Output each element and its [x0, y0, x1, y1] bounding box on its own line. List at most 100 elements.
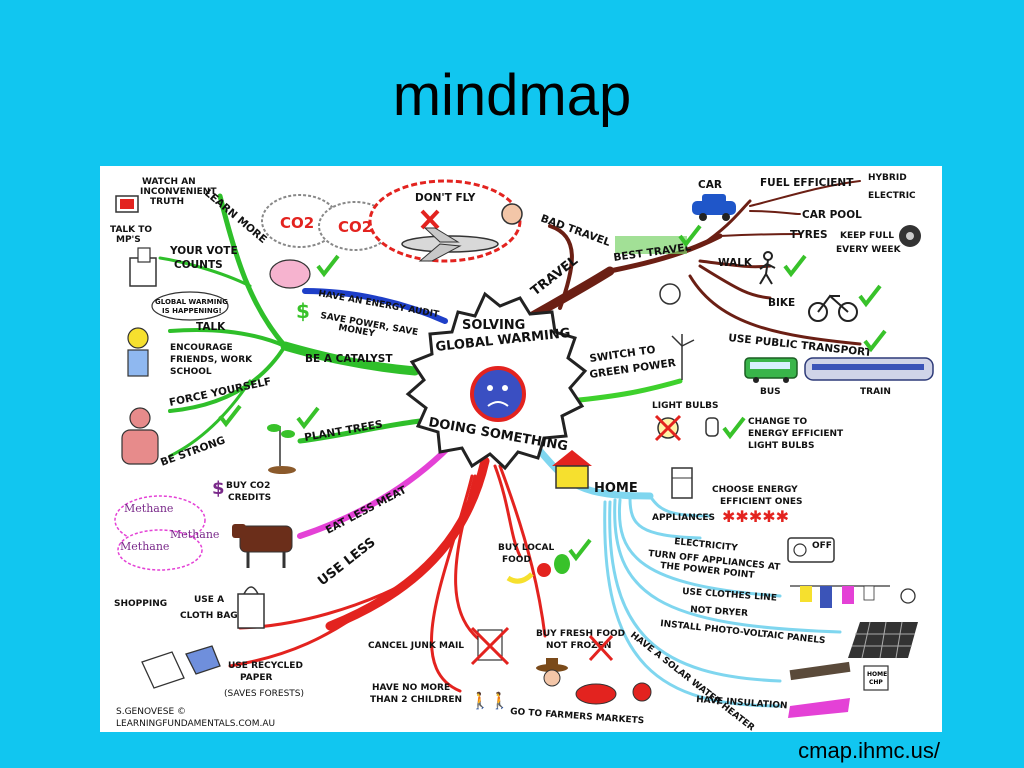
dont-fly-label: DON'T FLY: [415, 192, 476, 204]
children-icon: 🚶🚶: [470, 691, 510, 710]
check-icon: [863, 329, 887, 353]
power-socket-icon: [787, 537, 835, 563]
bus-label: BUS: [760, 387, 781, 397]
car-icon: [692, 194, 736, 221]
branch-local-food: [493, 464, 522, 558]
branch-fresh: [498, 464, 547, 638]
methane-cloud-2: [117, 529, 203, 571]
talking-person-icon: [127, 327, 149, 377]
branch-green-power: [567, 378, 683, 404]
sad-face-icon: [501, 203, 523, 225]
tomatoes-icon: [575, 682, 652, 705]
branch-vote: [158, 256, 252, 288]
check-icon: [316, 254, 340, 278]
branch-junk: [454, 474, 502, 653]
walk-label: WALK: [718, 257, 753, 269]
house-icon: [552, 450, 592, 489]
source-credit: cmap.ihmc.us/: [798, 738, 940, 763]
fuel-efficient-label: FUEL EFFICIENT: [760, 177, 854, 189]
efficient-ones-label: EFFICIENT ONES: [720, 497, 803, 507]
farmer-icon: [536, 658, 568, 687]
dont-fly-cross: [420, 209, 440, 230]
solar-water-heater-label: HAVE A SOLAR WATER HEATER: [628, 630, 756, 732]
bicycle-icon: [808, 294, 858, 322]
tv-icon: [115, 195, 139, 213]
methane-label-3: Methane: [120, 540, 169, 553]
paper-stack-icon: [141, 645, 221, 689]
appliances-label: APPLIANCES: [652, 513, 715, 523]
car-pool-label: CAR POOL: [802, 209, 862, 221]
learn-more-label: LEARN MORE: [202, 187, 269, 246]
branch-tyres: [719, 233, 801, 237]
branch-appliances: [648, 494, 712, 518]
branch-catalyst: [280, 341, 420, 376]
light-bulb-icon: [654, 414, 719, 442]
speech-bubble-icon: [151, 291, 229, 321]
school-label: SCHOOL: [170, 367, 212, 377]
food-label: FOOD: [502, 555, 531, 565]
co2-label-1: CO2: [280, 214, 314, 232]
buy-co2-label: BUY CO2: [226, 481, 270, 491]
global-warming-bubble-2: IS HAPPENING!: [162, 307, 222, 315]
use-a-label: USE A: [194, 595, 224, 605]
talk-label: TALK: [196, 321, 226, 333]
branch-paper: [228, 604, 372, 668]
counts-label: COUNTS: [174, 259, 223, 271]
change-to-label: CHANGE TO: [748, 417, 807, 427]
best-travel-highlight: [615, 236, 687, 254]
home-chp-line1: HOME: [867, 671, 887, 678]
branch-fuel: [749, 180, 861, 207]
watch-label-3: TRUTH: [150, 197, 184, 207]
light-bulbs-2-label: LIGHT BULBS: [748, 441, 815, 451]
branch-audit: [302, 288, 448, 324]
slide-title: mindmap: [392, 63, 632, 128]
eat-less-meat-label: EAT LESS MEAT: [324, 484, 409, 537]
ballot-box-icon: [129, 247, 157, 287]
walker-icon: [759, 251, 776, 285]
every-week-label: EVERY WEEK: [836, 245, 902, 255]
fridge-icon: [671, 467, 693, 499]
branch-clothes: [617, 498, 782, 598]
tyres-label: TYRES: [790, 229, 828, 241]
branch-meat: [297, 443, 453, 539]
buy-fresh-label: BUY FRESH FOOD: [536, 629, 625, 639]
hybrid-label: HYBRID: [868, 173, 907, 183]
branch-electricity: [628, 496, 702, 540]
check-icon: [722, 416, 746, 440]
branch-bike: [698, 264, 772, 300]
mindmap-diagram: SOLVING GLOBAL WARMING DOING SOMETHING C…: [110, 173, 934, 732]
frozen-crossed-icon: [588, 634, 614, 662]
center-line1: SOLVING: [462, 318, 525, 333]
train-label: TRAIN: [860, 387, 891, 397]
site-credit: LEARNINGFUNDAMENTALS.COM.AU: [116, 719, 275, 729]
shopping-bag-icon: [237, 586, 265, 629]
talk-to-label: TALK TO: [110, 225, 152, 235]
cloth-bag-label: CLOTH BAG: [180, 611, 238, 621]
smiley-icon: [659, 283, 681, 305]
not-dryer-label: NOT DRYER: [690, 605, 749, 619]
mps-label: MP'S: [116, 235, 141, 245]
credits-label: CREDITS: [228, 493, 271, 503]
your-vote-label: YOUR VOTE: [169, 245, 238, 257]
home-label: HOME: [594, 481, 638, 496]
buy-local-label: BUY LOCAL: [498, 543, 554, 553]
sapling-icon: [267, 424, 296, 474]
use-less-label: USE LESS: [315, 535, 378, 589]
saves-forests-label: (SAVES FORESTS): [224, 689, 304, 699]
earth-eye-left: [487, 385, 493, 391]
author-credit: S.GENOVESE ©: [116, 707, 186, 717]
energy-efficient-label: ENERGY EFFICIENT: [748, 429, 844, 439]
branch-public: [688, 274, 862, 346]
train-icon: [804, 357, 934, 381]
light-bulbs-label: LIGHT BULBS: [652, 401, 719, 411]
mindmap-image: SOLVING GLOBAL WARMING DOING SOMETHING C…: [100, 166, 942, 732]
co2-label-2: CO2: [338, 218, 372, 236]
chp-box-icon: HOME CHP: [863, 665, 889, 691]
recycled-paper-label: USE RECYCLED: [228, 661, 303, 671]
earth-frown: [487, 401, 509, 407]
branch-talk: [168, 327, 287, 348]
sun-icon: [900, 588, 916, 604]
check-icon: [783, 254, 807, 278]
two-children-label: THAN 2 CHILDREN: [370, 695, 462, 705]
check-icon: [296, 406, 320, 430]
